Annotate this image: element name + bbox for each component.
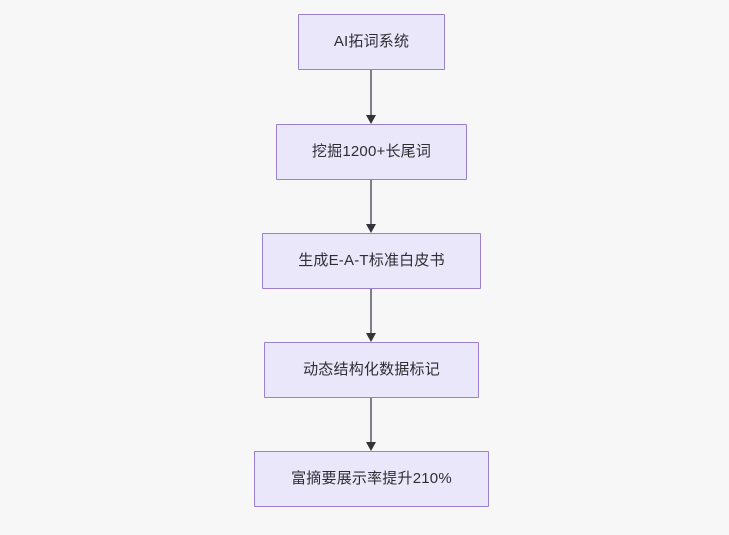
arrowhead-icon (365, 333, 376, 342)
node-label: 生成E-A-T标准白皮书 (298, 252, 445, 269)
flowchart-node-dynamic-structured-data-markup[interactable]: 动态结构化数据标记 (264, 342, 479, 398)
node-label: 动态结构化数据标记 (303, 361, 440, 378)
flowchart-node-rich-snippet-impression-uplift[interactable]: 富摘要展示率提升210% (254, 451, 489, 507)
node-label: 富摘要展示率提升210% (291, 470, 452, 487)
edge-node3-to-node4 (365, 289, 376, 342)
edge-node1-to-node2 (365, 70, 376, 124)
flowchart-node-mine-longtail-keywords[interactable]: 挖掘1200+长尾词 (276, 124, 467, 180)
arrowhead-icon (365, 115, 376, 124)
edge-line (370, 398, 372, 443)
edge-node2-to-node3 (365, 180, 376, 233)
flowchart-node-generate-eat-whitepaper[interactable]: 生成E-A-T标准白皮书 (262, 233, 481, 289)
edge-line (370, 180, 372, 225)
edge-line (370, 70, 372, 116)
flowchart-node-ai-keyword-system[interactable]: AI拓词系统 (298, 14, 445, 70)
node-label: AI拓词系统 (333, 33, 410, 50)
edge-line (370, 289, 372, 334)
arrowhead-icon (365, 442, 376, 451)
edge-node4-to-node5 (365, 398, 376, 451)
node-label: 挖掘1200+长尾词 (311, 143, 432, 160)
arrowhead-icon (365, 224, 376, 233)
